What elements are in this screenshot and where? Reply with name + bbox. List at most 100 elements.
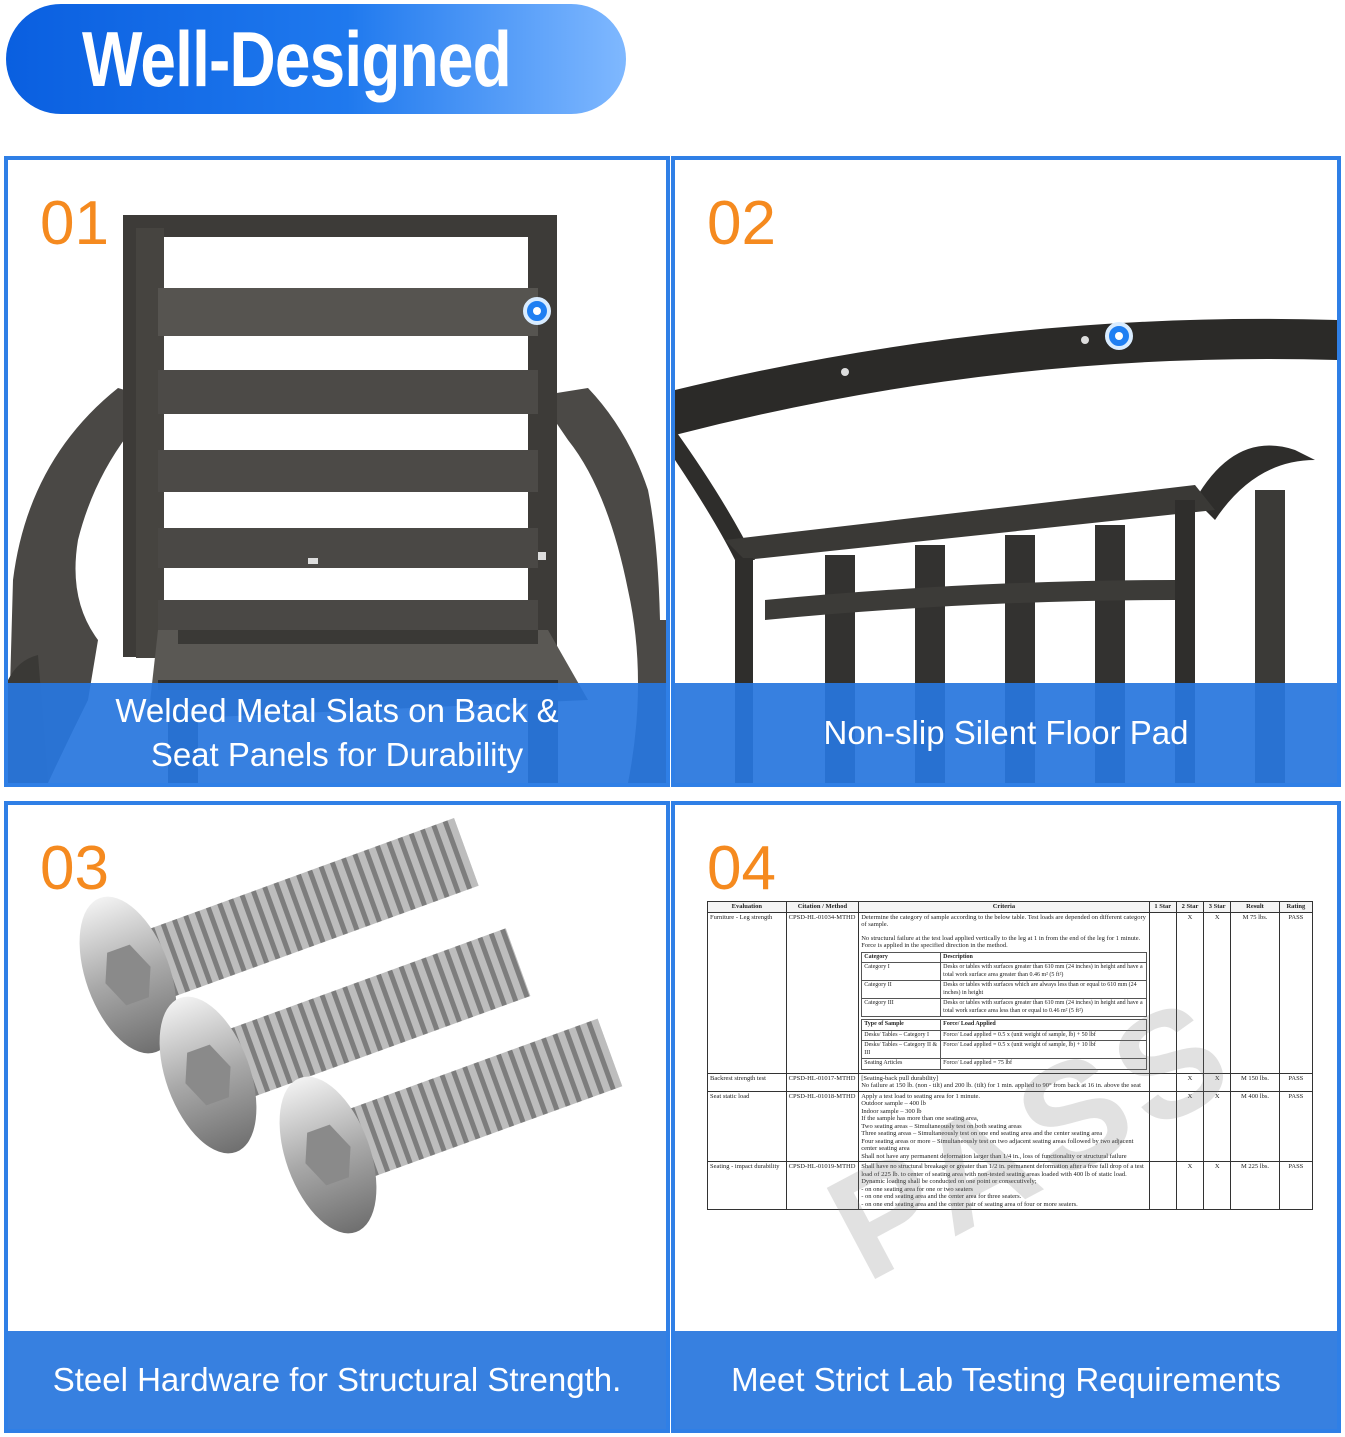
star2-cell: X: [1175, 1090, 1205, 1162]
star1-cell: [1148, 1072, 1177, 1092]
table-header-row: Evaluation Citation / Method Criteria 1 …: [707, 901, 1314, 913]
criteria-text: No failure at 150 lb. (non - tilt) and 2…: [861, 1082, 1141, 1089]
chair-frame-illustration: [675, 160, 1337, 783]
citation-cell: CPSD-HL-01018-MTHD: [785, 1090, 860, 1162]
category-name: Category II: [861, 980, 942, 999]
sample-type: Desks/ Tables – Category II & III: [861, 1040, 942, 1059]
citation-cell: CPSD-HL-01019-MTHD: [785, 1161, 860, 1210]
sample-type: Seating Articles: [861, 1058, 942, 1070]
panel-number: 04: [707, 834, 776, 903]
test-results-table: Evaluation Citation / Method Criteria 1 …: [707, 901, 1314, 1210]
caption-line-2: Seat Panels for Durability: [150, 736, 524, 773]
panel-number: 02: [707, 189, 776, 258]
criteria-text: Determine the category of sample accordi…: [861, 913, 1146, 929]
evaluation-cell: Backrest strength test: [707, 1072, 787, 1092]
feature-panel-hardware: 03 Steel Hardware for Structural Strengt…: [4, 801, 670, 1433]
criteria-line: - on one end seating area and the center…: [861, 1193, 1022, 1200]
criteria-line: If the sample has more than one seating …: [861, 1115, 979, 1122]
rating-cell: PASS: [1278, 911, 1314, 1074]
category-name: Category I: [861, 962, 942, 981]
criteria-line: Apply a test load to seating area for 1 …: [861, 1092, 981, 1100]
result-cell: M 150 lbs.: [1230, 1072, 1280, 1092]
panel-number: 03: [40, 834, 109, 903]
category-header: Category: [861, 951, 942, 963]
result-cell: M 400 lbs.: [1230, 1090, 1280, 1162]
criteria-line: Four seating areas or more – Simultaneou…: [861, 1137, 1134, 1153]
star3-cell: X: [1203, 1072, 1232, 1092]
column-header: 1 Star: [1148, 901, 1177, 913]
caption-line-1: Welded Metal Slats on Back &: [115, 692, 559, 729]
load-applied: Force/ Load applied = 0.5 x (unit weight…: [940, 1040, 1147, 1059]
star2-cell: X: [1175, 911, 1205, 1074]
load-applied: Force/ Load applied = 0.5 x (unit weight…: [940, 1029, 1147, 1041]
category-name: Category III: [861, 998, 942, 1017]
load-table: Type of Sample Force/ Load Applied Desks…: [861, 1019, 1147, 1070]
feature-panel-floor-pad: 02 Non-slip Silent Floor Pad: [671, 156, 1341, 787]
category-table: Category Description Category I Desks or…: [861, 951, 1147, 1017]
criteria-line: Indoor sample – 300 lb: [861, 1107, 922, 1115]
feature-panel-lab-testing: 04 PASS Evaluation Citation / Method Cri…: [671, 801, 1341, 1433]
table-row: Seat static load CPSD-HL-01018-MTHD Appl…: [707, 1090, 1314, 1162]
column-header: 3 Star: [1203, 901, 1232, 913]
criteria-cell: Apply a test load to seating area for 1 …: [858, 1090, 1150, 1162]
category-header: Description: [940, 951, 1147, 963]
criteria-line: Two seating areas – Simultaneously test …: [861, 1122, 1022, 1130]
citation-cell: CPSD-HL-01034-MTHD: [785, 911, 860, 1074]
load-header: Type of Sample: [861, 1019, 942, 1031]
evaluation-cell: Furniture - Leg strength: [707, 911, 787, 1074]
column-header: Rating: [1278, 901, 1314, 913]
star2-cell: X: [1175, 1072, 1205, 1092]
criteria-line: Dynamic loading shall be conducted on on…: [861, 1178, 1037, 1185]
criteria-cell: Determine the category of sample accordi…: [858, 911, 1150, 1074]
star1-cell: [1148, 1090, 1177, 1162]
rating-cell: PASS: [1278, 1161, 1314, 1210]
criteria-text: [Seating-back pull durability]: [861, 1074, 939, 1082]
panel-caption: Steel Hardware for Structural Strength.: [8, 1331, 666, 1429]
page-title: Well-Designed: [82, 15, 512, 103]
result-cell: M 75 lbs.: [1230, 911, 1280, 1074]
column-header: 2 Star: [1175, 901, 1205, 913]
column-header: Evaluation: [707, 901, 787, 913]
panel-number: 01: [40, 189, 109, 258]
evaluation-cell: Seating - impact durability: [707, 1161, 787, 1210]
criteria-line: Shall have no structural breakage or gre…: [861, 1163, 1144, 1178]
load-header: Force/ Load Applied: [940, 1019, 1147, 1031]
steel-bolts-illustration: [8, 805, 666, 1429]
criteria-cell: [Seating-back pull durability] No failur…: [858, 1072, 1150, 1092]
result-cell: M 225 lbs.: [1230, 1161, 1280, 1210]
criteria-cell: Shall have no structural breakage or gre…: [858, 1161, 1150, 1210]
panel-caption: Welded Metal Slats on Back & Seat Panels…: [8, 683, 666, 783]
criteria-line: Three seating areas – Simultaneously tes…: [861, 1130, 1103, 1137]
rating-cell: PASS: [1278, 1090, 1314, 1162]
table-row: Seating - impact durability CPSD-HL-0101…: [707, 1161, 1314, 1210]
star3-cell: X: [1203, 911, 1232, 1074]
detail-marker-icon: [1105, 322, 1133, 350]
category-description: Desks or tables with surfaces which are …: [940, 980, 1147, 999]
title-banner: Well-Designed: [6, 4, 626, 114]
criteria-text: No structural failure at the test load a…: [861, 934, 1141, 950]
column-header: Result: [1230, 901, 1280, 913]
criteria-line: Shall not have any permanent deformation…: [861, 1152, 1127, 1160]
evaluation-cell: Seat static load: [707, 1090, 787, 1162]
panel-caption: Non-slip Silent Floor Pad: [675, 683, 1337, 783]
star1-cell: [1148, 1161, 1177, 1210]
rating-cell: PASS: [1278, 1072, 1314, 1092]
column-header: Criteria: [858, 901, 1150, 913]
table-row: Furniture - Leg strength CPSD-HL-01034-M…: [707, 911, 1314, 1074]
sample-type: Desks/ Tables – Category I: [861, 1029, 942, 1041]
detail-marker-icon: [523, 297, 551, 325]
criteria-line: Outdoor sample – 400 lb: [861, 1100, 926, 1107]
star3-cell: X: [1203, 1090, 1232, 1162]
category-description: Desks or tables with surfaces greater th…: [940, 998, 1147, 1017]
table-row: Backrest strength test CPSD-HL-01017-MTH…: [707, 1072, 1314, 1092]
feature-panel-slats: 01 Welded Metal Slats on Back & Seat Pan…: [4, 156, 670, 787]
criteria-line: - on one end seating area and the center…: [861, 1200, 1078, 1208]
star3-cell: X: [1203, 1161, 1232, 1210]
criteria-line: - on one seating area for one or two sea…: [861, 1185, 973, 1193]
lab-test-report: PASS Evaluation Citation / Method Criter…: [707, 901, 1314, 1312]
panel-caption: Meet Strict Lab Testing Requirements: [675, 1331, 1337, 1429]
star2-cell: X: [1175, 1161, 1205, 1210]
citation-cell: CPSD-HL-01017-MTHD: [785, 1072, 860, 1092]
load-applied: Force/ Load applied = 75 lbf: [940, 1058, 1147, 1070]
category-description: Desks or tables with surfaces greater th…: [940, 962, 1147, 981]
